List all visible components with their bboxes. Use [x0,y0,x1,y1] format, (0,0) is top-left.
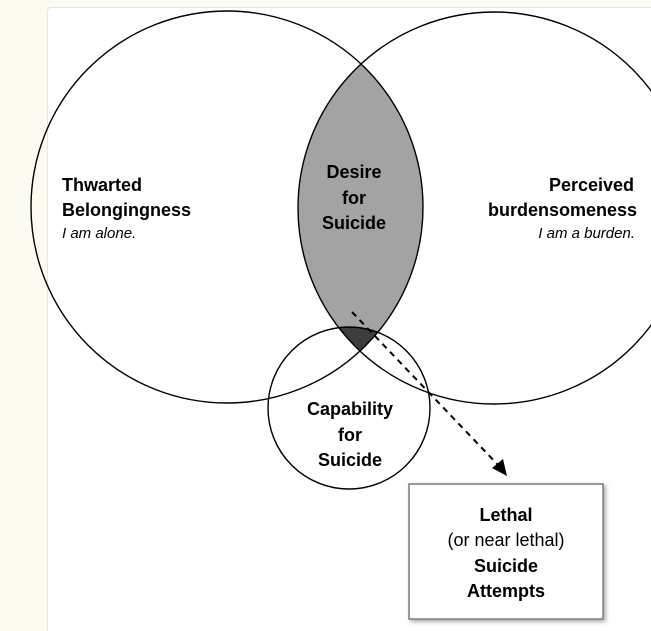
outcome-line4: Attempts [467,581,545,601]
burdensomeness-subtitle: I am a burden. [538,225,635,242]
capability-line1: Capability [307,399,393,419]
outcome-line2: (or near lethal) [447,530,564,550]
thwarted-title-line2: Belongingness [62,200,191,220]
arrow-head-icon [492,459,507,476]
outcome-line1: Lethal [479,505,532,525]
burdensomeness-title-line2: burdensomeness [488,200,637,220]
perceived-burdensomeness-circle [297,11,651,405]
desire-line2: for [342,188,366,208]
capability-line3: Suicide [318,450,382,470]
burdensomeness-title-line1: Perceived [549,175,634,195]
outcome-line3: Suicide [474,556,538,576]
thwarted-belongingness-circle [30,10,424,404]
desire-line1: Desire [326,162,381,182]
capability-circle [267,326,431,490]
dashed-arrow-line [351,311,501,468]
thwarted-subtitle: I am alone. [62,225,136,242]
desire-line3: Suicide [322,213,386,233]
capability-line2: for [338,425,362,445]
thwarted-title-line1: Thwarted [62,175,142,195]
outcome-box [408,483,604,620]
